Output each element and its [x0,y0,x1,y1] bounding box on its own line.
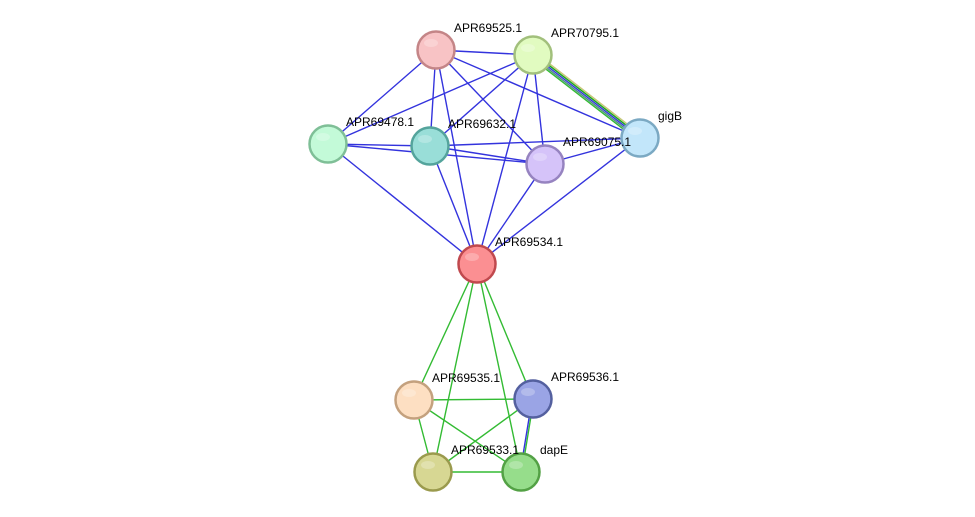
edge-apr70795-1-apr69478-1 [327,54,534,145]
edge-apr69525-1-apr69478-1 [327,49,437,145]
edge-apr69534-1-dape [476,263,522,473]
node-circle-apr69534-1[interactable] [457,244,497,284]
edge-apr69525-1-gigb [435,49,641,139]
node-label-apr69534-1: APR69534.1 [495,235,563,249]
node-label-apr69075-1: APR69075.1 [563,135,631,149]
edge-apr69535-1-apr69536-1 [413,398,534,401]
node-highlight-apr69075-1 [533,153,547,161]
node-circle-apr69525-1[interactable] [416,30,456,70]
node-label-apr69478-1: APR69478.1 [346,115,414,129]
node-circle-apr70795-1[interactable] [513,35,553,75]
node-apr69478-1[interactable] [308,124,348,164]
edge-apr69525-1-apr69075-1 [435,49,546,165]
node-highlight-apr70795-1 [521,44,535,52]
node-circle-apr69632-1[interactable] [410,126,450,166]
node-dape[interactable] [501,452,541,492]
node-circle-apr69075-1[interactable] [525,144,565,184]
node-circle-apr69535-1[interactable] [394,380,434,420]
node-apr70795-1[interactable] [513,35,553,75]
node-highlight-apr69478-1 [316,133,330,141]
node-gigb[interactable] [620,118,660,158]
edge-apr69534-1-apr69533-1 [432,263,478,473]
node-label-apr69632-1: APR69632.1 [448,117,516,131]
edge-gigb-apr69534-1 [476,137,641,265]
node-label-apr69535-1: APR69535.1 [432,371,500,385]
node-apr69525-1[interactable] [416,30,456,70]
edge-apr70795-1-gigb-1 [533,53,642,138]
node-circle-gigb[interactable] [620,118,660,158]
edge-apr69536-1-apr69533-1 [432,398,534,473]
node-highlight-apr69632-1 [418,135,432,143]
edge-apr69478-1-apr69534-1 [327,143,478,265]
node-apr69075-1[interactable] [525,144,565,184]
edge-apr70795-1-gigb-0 [534,51,643,137]
node-circle-apr69536-1[interactable] [513,379,553,419]
node-highlight-apr69536-1 [521,388,535,396]
node-label-apr69533-1: APR69533.1 [451,443,519,457]
edge-apr69534-1-apr69536-1 [476,263,534,400]
edge-apr70795-1-gigb-2 [532,54,641,139]
edge-apr70795-1-gigb-3 [531,55,640,140]
node-apr69535-1[interactable] [394,380,434,420]
node-circle-dape[interactable] [501,452,541,492]
node-circle-apr69533-1[interactable] [413,452,453,492]
edge-apr69632-1-gigb [429,137,641,147]
node-label-apr69525-1: APR69525.1 [454,21,522,35]
node-highlight-apr69533-1 [421,461,435,469]
edge-apr70795-1-gigb-4 [530,56,639,142]
node-highlight-dape [509,461,523,469]
node-label-apr69536-1: APR69536.1 [551,370,619,384]
node-circle-apr69478-1[interactable] [308,124,348,164]
node-highlight-apr69534-1 [465,253,479,261]
node-highlight-gigb [628,127,642,135]
edge-apr70795-1-apr69632-1 [429,54,534,147]
edge-apr69632-1-apr69534-1 [429,145,478,265]
edge-apr69535-1-dape [413,399,522,473]
node-highlight-apr69535-1 [402,389,416,397]
edge-apr69075-1-apr69534-1 [476,163,546,265]
node-apr69632-1[interactable] [410,126,450,166]
node-apr69536-1[interactable] [513,379,553,419]
node-label-gigb: gigB [658,109,682,123]
node-highlight-apr69525-1 [424,39,438,47]
node-label-dape: dapE [540,443,568,457]
edge-apr69525-1-apr69534-1 [435,49,478,265]
edge-apr70795-1-apr69534-1 [476,54,534,265]
edge-apr69534-1-apr69535-1 [413,263,478,401]
node-label-apr70795-1: APR70795.1 [551,26,619,40]
node-apr69533-1[interactable] [413,452,453,492]
nodes-layer [308,30,660,492]
edges-layer [327,49,643,473]
node-apr69534-1[interactable] [457,244,497,284]
